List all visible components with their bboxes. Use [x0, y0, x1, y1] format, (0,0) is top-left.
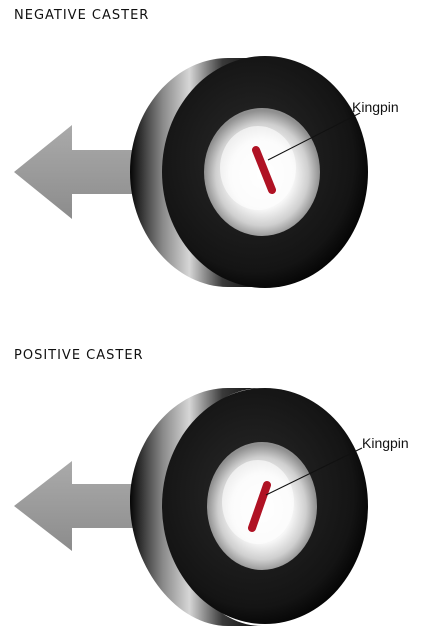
positive-caster-diagram: POSITIVE CASTER Kingpin — [0, 340, 436, 640]
positive-caster-figure: Kingpin — [0, 340, 436, 640]
kingpin-label: Kingpin — [362, 435, 409, 451]
wheel-icon — [130, 388, 368, 626]
kingpin-label: Kingpin — [352, 99, 399, 115]
negative-caster-diagram: NEGATIVE CASTER Kingpin — [0, 0, 436, 300]
left-arrow-icon — [14, 125, 150, 219]
wheel-icon — [130, 56, 368, 288]
negative-caster-figure: Kingpin — [0, 0, 436, 300]
left-arrow-icon — [14, 461, 150, 551]
